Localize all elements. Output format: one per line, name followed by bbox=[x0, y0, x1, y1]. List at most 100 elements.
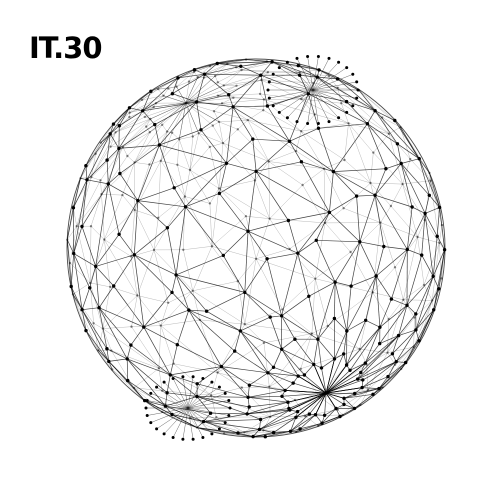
brand-logo: IT.30 bbox=[29, 31, 103, 65]
mesh-line-back bbox=[131, 326, 160, 369]
mesh-line-front bbox=[375, 275, 381, 328]
mesh-node bbox=[159, 159, 162, 162]
mesh-node bbox=[423, 211, 427, 216]
pole-node bbox=[267, 96, 271, 100]
mesh-node bbox=[236, 128, 239, 131]
mesh-line-front bbox=[98, 307, 128, 360]
mesh-line-front bbox=[269, 316, 283, 350]
sphere-outline bbox=[66, 58, 446, 438]
mesh-line-back bbox=[403, 236, 418, 300]
mesh-line-front bbox=[244, 292, 271, 318]
mesh-line-front bbox=[244, 292, 282, 317]
mesh-line-front bbox=[228, 94, 234, 108]
mesh-line-back bbox=[167, 131, 173, 134]
mesh-line-front bbox=[196, 101, 202, 130]
mesh-line-back bbox=[160, 319, 200, 326]
mesh-line-front bbox=[206, 310, 241, 332]
mesh-line-back bbox=[144, 102, 186, 118]
mesh-line-front bbox=[170, 366, 222, 376]
mesh-node bbox=[440, 277, 443, 280]
mesh-line-front bbox=[343, 388, 380, 399]
mesh-node bbox=[175, 343, 179, 347]
mesh-node bbox=[208, 145, 211, 149]
mesh-line-front bbox=[337, 78, 376, 111]
mesh-line-back bbox=[160, 160, 178, 166]
mesh-line-back bbox=[110, 118, 151, 147]
mesh-line-front bbox=[237, 429, 260, 434]
mesh-node bbox=[365, 122, 370, 126]
mesh-line-front bbox=[98, 350, 110, 362]
mesh-line-front bbox=[281, 348, 305, 376]
mesh-node bbox=[435, 234, 439, 238]
mesh-line-back bbox=[158, 196, 186, 218]
mesh-node bbox=[129, 343, 133, 347]
mesh-node bbox=[105, 158, 109, 162]
mesh-line-back bbox=[219, 121, 238, 130]
mesh-line-back bbox=[91, 153, 96, 178]
mesh-node bbox=[240, 386, 243, 389]
mesh-line-front bbox=[346, 286, 352, 332]
mesh-line-front bbox=[359, 195, 376, 242]
mesh-line-front bbox=[438, 249, 445, 289]
mesh-node bbox=[342, 207, 345, 210]
pole-node bbox=[316, 122, 320, 125]
mesh-node bbox=[280, 347, 284, 351]
mesh-line-front bbox=[265, 430, 291, 438]
mesh-node bbox=[133, 208, 136, 212]
mesh-node bbox=[358, 240, 362, 244]
mesh-line-front bbox=[109, 125, 120, 135]
mesh-line-back bbox=[102, 295, 138, 329]
mesh-line-back bbox=[215, 69, 242, 77]
mesh-line-front bbox=[287, 392, 327, 403]
mesh-line-back bbox=[90, 282, 111, 288]
mesh-line-back bbox=[185, 77, 198, 104]
mesh-line-front bbox=[378, 362, 406, 389]
mesh-line-back bbox=[162, 411, 191, 419]
mesh-node bbox=[335, 77, 340, 81]
mesh-line-front bbox=[374, 110, 420, 159]
mesh-node bbox=[149, 89, 153, 94]
mesh-line-front bbox=[197, 427, 254, 437]
mesh-node bbox=[322, 413, 327, 417]
mesh-line-front bbox=[365, 335, 399, 364]
mesh-line-back bbox=[115, 116, 145, 133]
mesh-node bbox=[437, 205, 442, 210]
mesh-line-front bbox=[334, 330, 348, 360]
mesh-line-back bbox=[244, 258, 257, 325]
mesh-node bbox=[342, 352, 346, 356]
mesh-node bbox=[313, 413, 318, 417]
mesh-node bbox=[372, 151, 375, 154]
mesh-line-front bbox=[281, 315, 319, 340]
pole-spoke bbox=[163, 407, 189, 435]
mesh-node bbox=[365, 363, 368, 366]
pole-node bbox=[191, 437, 195, 441]
mesh-line-back bbox=[150, 102, 187, 120]
mesh-line-front bbox=[143, 292, 173, 328]
mesh-line-back bbox=[134, 162, 150, 165]
mesh-node bbox=[219, 364, 224, 369]
pole-node bbox=[337, 116, 341, 120]
mesh-line-back bbox=[158, 160, 162, 218]
mesh-node bbox=[301, 183, 304, 187]
mesh-node bbox=[359, 403, 362, 406]
mesh-node bbox=[94, 152, 97, 155]
mesh-line-front bbox=[321, 408, 337, 424]
pole-spoke bbox=[187, 393, 226, 409]
mesh-line-back bbox=[350, 251, 373, 293]
mesh-line-back bbox=[127, 155, 135, 163]
mesh-line-front bbox=[240, 65, 261, 76]
mesh-line-front bbox=[106, 348, 128, 360]
mesh-node bbox=[110, 349, 113, 352]
mesh-line-front bbox=[362, 387, 380, 389]
mesh-line-back bbox=[301, 98, 349, 124]
mesh-node bbox=[268, 315, 272, 319]
pole-node bbox=[171, 436, 175, 439]
pole-node bbox=[327, 56, 331, 60]
mesh-line-back bbox=[158, 325, 162, 369]
mesh-node bbox=[163, 404, 168, 408]
mesh-line-front bbox=[325, 392, 345, 405]
pole-spoke bbox=[269, 81, 314, 91]
mesh-line-front bbox=[297, 392, 327, 412]
mesh-node bbox=[359, 370, 363, 375]
mesh-line-back bbox=[157, 88, 164, 96]
